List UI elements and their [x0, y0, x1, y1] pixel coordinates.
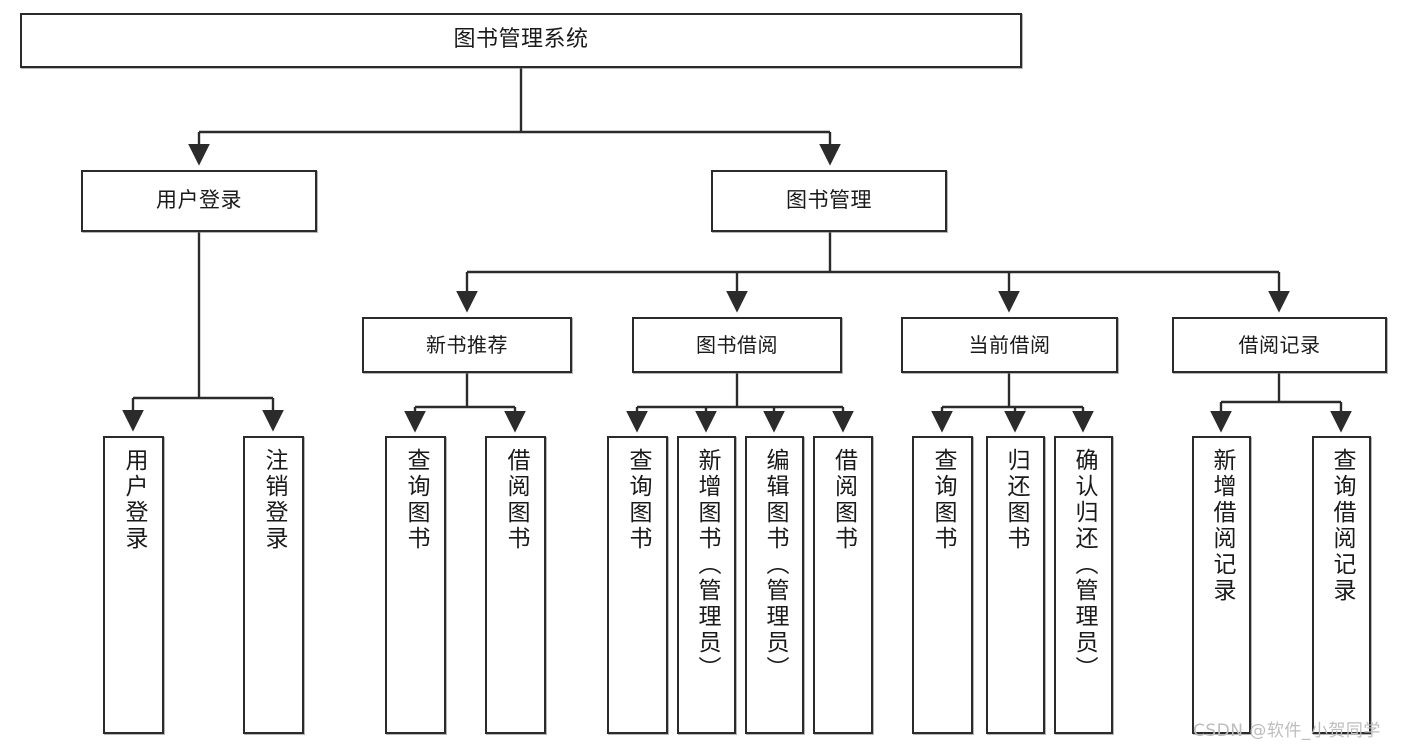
- node-user-login[interactable]: 用户登录: [81, 170, 317, 232]
- node-new-book-recommend[interactable]: 新书推荐: [362, 317, 572, 373]
- node-leaf-query-book-3[interactable]: 查询图书: [912, 436, 973, 734]
- node-new-book-recommend-label: 新书推荐: [426, 332, 508, 357]
- node-leaf-user-login-label: 用户登录: [121, 448, 147, 552]
- node-leaf-query-record[interactable]: 查询借阅记录: [1312, 436, 1371, 734]
- node-leaf-query-record-label: 查询借阅记录: [1329, 448, 1355, 604]
- node-book-borrow-label: 图书借阅: [696, 332, 778, 357]
- node-root[interactable]: 图书管理系统: [20, 13, 1022, 68]
- node-leaf-query-book-2-label: 查询图书: [625, 448, 651, 552]
- node-leaf-borrow-book-1-label: 借阅图书: [503, 448, 529, 552]
- node-user-login-label: 用户登录: [156, 188, 242, 213]
- node-leaf-query-book-3-label: 查询图书: [930, 448, 956, 552]
- node-leaf-query-book-2[interactable]: 查询图书: [607, 436, 668, 734]
- node-leaf-query-book-1-label: 查询图书: [403, 448, 429, 552]
- node-current-borrow[interactable]: 当前借阅: [901, 317, 1118, 373]
- node-leaf-user-login[interactable]: 用户登录: [103, 436, 164, 734]
- node-borrow-record[interactable]: 借阅记录: [1172, 317, 1387, 373]
- node-leaf-add-record[interactable]: 新增借阅记录: [1192, 436, 1251, 734]
- node-borrow-record-label: 借阅记录: [1238, 332, 1321, 357]
- node-book-borrow[interactable]: 图书借阅: [632, 317, 842, 373]
- node-book-manage[interactable]: 图书管理: [711, 170, 947, 232]
- node-leaf-query-book-1[interactable]: 查询图书: [385, 436, 446, 734]
- node-leaf-borrow-book-2-label: 借阅图书: [830, 448, 857, 552]
- node-leaf-edit-book[interactable]: 编辑图书（管理员）: [745, 436, 804, 734]
- node-leaf-borrow-book-2[interactable]: 借阅图书: [813, 436, 873, 734]
- node-leaf-confirm-return-label: 确认归还（管理员）: [1071, 448, 1097, 682]
- node-leaf-add-record-label: 新增借阅记录: [1209, 448, 1235, 604]
- node-leaf-user-logout[interactable]: 注销登录: [243, 436, 304, 734]
- node-leaf-confirm-return[interactable]: 确认归还（管理员）: [1054, 436, 1113, 734]
- node-leaf-user-logout-label: 注销登录: [261, 448, 287, 552]
- node-leaf-add-book-label: 新增图书（管理员）: [694, 448, 720, 682]
- node-root-label: 图书管理系统: [453, 27, 589, 53]
- node-book-manage-label: 图书管理: [786, 188, 872, 213]
- node-leaf-return-book[interactable]: 归还图书: [986, 436, 1045, 734]
- csdn-watermark: CSDN @软件_小贺同学: [1193, 721, 1381, 741]
- node-current-borrow-label: 当前借阅: [968, 332, 1051, 357]
- node-leaf-edit-book-label: 编辑图书（管理员）: [762, 448, 788, 682]
- node-leaf-borrow-book-1[interactable]: 借阅图书: [485, 436, 546, 734]
- node-leaf-add-book[interactable]: 新增图书（管理员）: [677, 436, 736, 734]
- node-leaf-return-book-label: 归还图书: [1003, 448, 1029, 552]
